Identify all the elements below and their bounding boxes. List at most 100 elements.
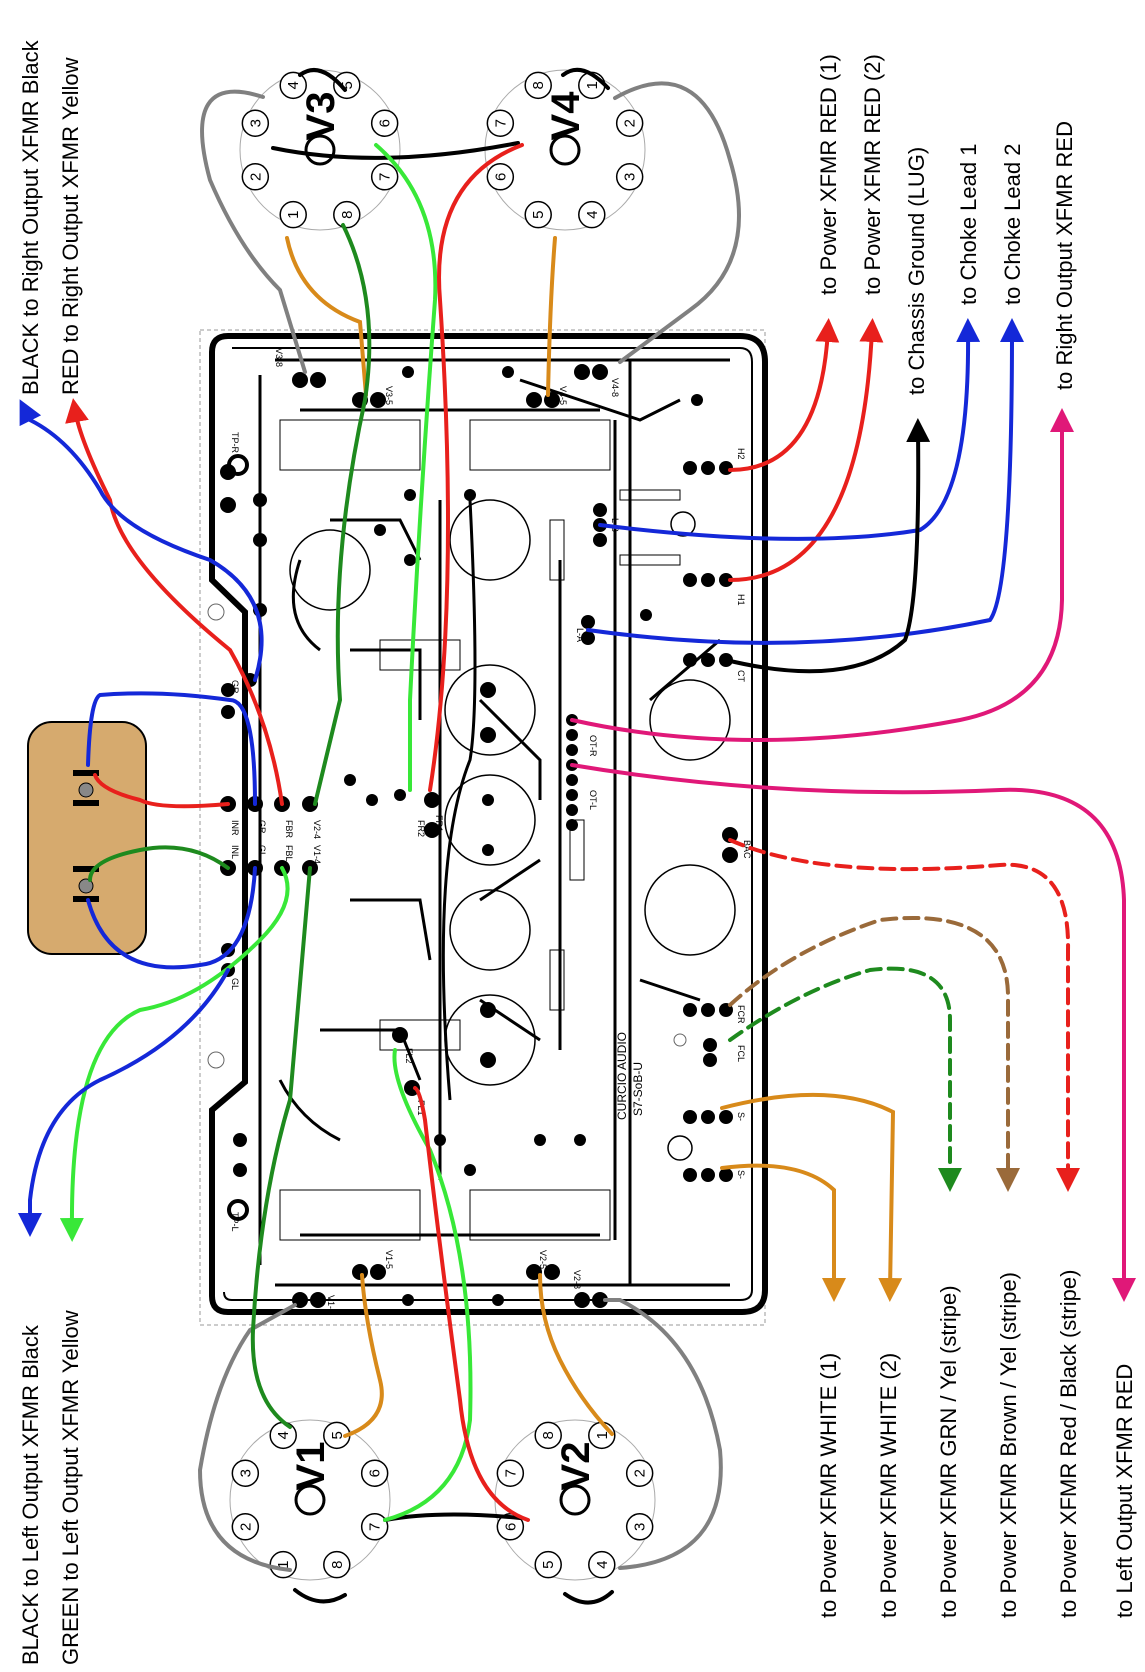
pad-label-bac: BAC — [742, 840, 752, 859]
tube-pin — [370, 163, 399, 191]
left-labels: BLACK to Right Output XFMR Black RED to … — [18, 39, 83, 1665]
pad-label-tpr: TP-R — [230, 432, 240, 453]
tube-pin — [370, 109, 399, 137]
tube-pin — [231, 1459, 260, 1487]
tube-pin — [279, 71, 307, 100]
label-green-left-output: GREEN to Left Output XFMR Yellow — [58, 1310, 83, 1665]
pad-label-fcl: FCL — [736, 1045, 746, 1062]
label-choke-lead-1: to Choke Lead 1 — [956, 144, 981, 305]
tube-pin — [524, 200, 552, 229]
pad-label-ct: CT — [736, 670, 746, 682]
tube-pin-label: 7 — [502, 1469, 519, 1477]
pad-label-inr: INR — [230, 820, 240, 836]
pad-label-v1-4: V1-4 — [312, 845, 322, 864]
pad-label-gr-top: GR — [230, 680, 240, 694]
tube-pin-label: 8 — [530, 81, 547, 89]
tube-pin — [534, 1550, 562, 1579]
label-right-output-red: to Right Output XFMR RED — [1052, 121, 1077, 390]
tube-pin — [588, 1550, 616, 1579]
right-labels: to Power XFMR RED (1) to Power XFMR RED … — [816, 54, 1137, 1618]
tube-label-v2: V2 — [554, 1442, 598, 1491]
tube-pin-label: 2 — [632, 1469, 649, 1477]
label-power-white-1: to Power XFMR WHITE (1) — [816, 1353, 841, 1618]
tube-pin-label: 7 — [492, 119, 509, 127]
tube-pin — [486, 163, 515, 191]
pad-label-gl: GL — [257, 845, 267, 857]
pad-label-inl: INL — [230, 845, 240, 859]
tube-pin — [578, 200, 606, 229]
tube-pin-label: 3 — [632, 1523, 649, 1531]
tube-pin-label: 5 — [540, 1560, 557, 1568]
tube-label-v3: V3 — [299, 92, 343, 141]
tube-pin-label: 3 — [237, 1469, 254, 1477]
tube-pin-label: 3 — [247, 119, 264, 127]
pad-label-v3-5: V3-5 — [384, 386, 394, 405]
pad-label-v1-5: V1-5 — [384, 1250, 394, 1269]
tube-pin-label: 7 — [367, 1523, 384, 1531]
label-black-right-output: BLACK to Right Output XFMR Black — [18, 39, 43, 395]
tube-pin-label: 4 — [285, 81, 302, 89]
pad-label-fr1: FR1 — [434, 815, 444, 832]
tube-pin — [486, 109, 515, 137]
label-chassis-ground: to Chassis Ground (LUG) — [904, 147, 929, 395]
pad-label-la: L-A — [575, 628, 585, 642]
tube-pin — [360, 1459, 389, 1487]
tube-pin — [615, 163, 644, 191]
tube-pin — [241, 163, 270, 191]
tube-pin-label: 2 — [622, 119, 639, 127]
pad-label-fr2: FR2 — [416, 820, 426, 837]
pad-label-gr: GR — [257, 820, 267, 834]
pad-label-otl: OT-L — [588, 790, 598, 810]
tube-pin-label: 5 — [339, 81, 356, 89]
tube-pin-label: 2 — [247, 173, 264, 181]
tube-pin-label: 1 — [584, 81, 601, 89]
tube-pin — [534, 1421, 562, 1450]
pad-label-v1-8: V1-8 — [326, 1295, 336, 1314]
tube-pin-label: 1 — [594, 1431, 611, 1439]
pad-label-v4-8: V4-8 — [610, 378, 620, 397]
tube-pin — [279, 200, 307, 229]
tube-pin-label: 7 — [377, 173, 394, 181]
label-left-output-red: to Left Output XFMR RED — [1112, 1364, 1137, 1618]
tube-pin-label: 8 — [339, 210, 356, 218]
tube-pin-label: 6 — [377, 119, 394, 127]
tube-pin — [496, 1459, 525, 1487]
pad-label-fbr: FBR — [284, 820, 294, 839]
tube-label-v1: V1 — [289, 1442, 333, 1491]
tube-pin — [241, 109, 270, 137]
label-choke-lead-2: to Choke Lead 2 — [1000, 144, 1025, 305]
label-power-brown-yel: to Power XFMR Brown / Yel (stripe) — [996, 1272, 1021, 1618]
tube-pin — [625, 1459, 654, 1487]
tube-pin-label: 6 — [492, 173, 509, 181]
label-power-white-2: to Power XFMR WHITE (2) — [876, 1353, 901, 1618]
label-black-left-output: BLACK to Left Output XFMR Black — [18, 1324, 43, 1665]
pcb-board: INR GR FBR V2-4 INL GL FBL V1-4 GR GL FR… — [199, 329, 768, 1326]
pad-label-v3-8: V3-8 — [274, 348, 284, 367]
pad-label-v2-8: V2-8 — [572, 1270, 582, 1289]
pad-label-fbl: FBL — [284, 845, 294, 862]
pad-label-gl-bottom: GL — [230, 978, 240, 990]
pad-label-v2-4: V2-4 — [312, 820, 322, 839]
label-power-grn-yel: to Power XFMR GRN / Yel (stripe) — [936, 1285, 961, 1618]
tube-pin-label: 1 — [275, 1560, 292, 1568]
label-power-red-1: to Power XFMR RED (1) — [816, 54, 841, 295]
tube-pin — [615, 109, 644, 137]
tube-pin-label: 4 — [584, 210, 601, 218]
tube-pin — [333, 71, 361, 100]
pad-label-s1: S- — [736, 1112, 746, 1121]
tube-pin-label: 8 — [540, 1431, 557, 1439]
pad-label-s2: S- — [736, 1170, 746, 1179]
pad-label-fl2: FL2 — [404, 1048, 414, 1064]
tube-pin-label: 5 — [530, 210, 547, 218]
tube-pin-label: 2 — [237, 1523, 254, 1531]
tube-pin — [524, 71, 552, 100]
tube-pin — [625, 1513, 654, 1541]
tube-pin-label: 6 — [367, 1469, 384, 1477]
tube-label-v4: V4 — [544, 91, 588, 141]
tube-pin — [231, 1513, 260, 1541]
